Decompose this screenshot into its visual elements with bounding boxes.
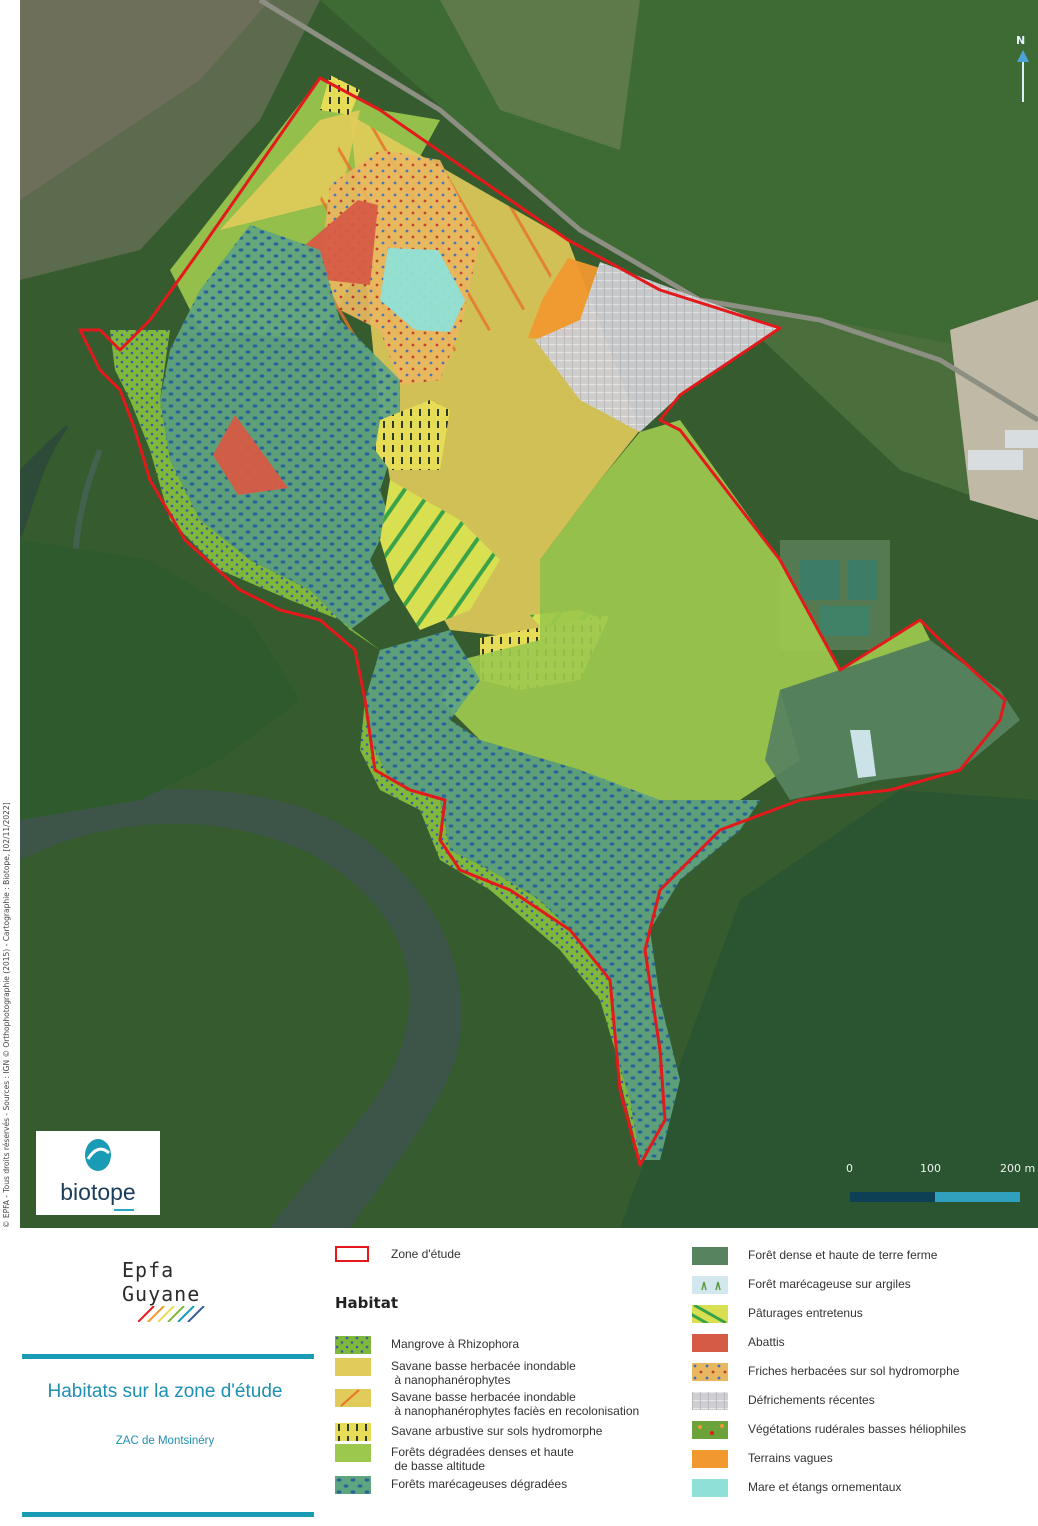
legend-label-forets-marecageuses: Forêts marécageuses dégradées [391, 1477, 568, 1491]
legend-label-forets-degradees-l1: Forêts dégradées denses et haute [391, 1445, 574, 1459]
scale-label-100: 100 [920, 1162, 941, 1175]
epfa-logo-line1: Epfa [122, 1258, 175, 1282]
legend-label-friches: Friches herbacées sur sol hydromorphe [748, 1364, 960, 1378]
legend-swatch-paturages [681, 1303, 728, 1327]
map-canvas [20, 0, 1038, 1228]
scale-bar: 0 100 200 m [840, 1162, 1038, 1222]
north-label: N [1016, 34, 1026, 47]
legend-heading-habitat: Habitat [335, 1294, 399, 1312]
legend-label-forets-degradees: Forêts dégradées denses et haute de bass… [391, 1445, 574, 1473]
legend-swatch-zone [335, 1246, 369, 1262]
legend-label-savane-recolonisation-l1: Savane basse herbacée inondable [391, 1390, 576, 1404]
biotope-logo-text: biotope [36, 1179, 160, 1211]
legend-swatch-defrichements [692, 1392, 728, 1410]
biotope-logo: biotope [36, 1131, 160, 1215]
legend-label-foret-dense: Forêt dense et haute de terre ferme [748, 1248, 938, 1262]
divider-bottom [22, 1512, 314, 1517]
legend-swatch-mare [692, 1479, 728, 1497]
legend-label-zone: Zone d'étude [391, 1247, 461, 1261]
legend-label-savane-recolonisation-l2: à nanophanérophytes faciès en recolonisa… [394, 1404, 640, 1418]
legend-label-savane-recolonisation: Savane basse herbacée inondable à nanoph… [391, 1390, 639, 1418]
legend-label-savane-arbustive: Savane arbustive sur sols hydromorphe [391, 1424, 603, 1438]
legend-swatch-forets-degradees [335, 1444, 371, 1462]
legend-label-paturages: Pâturages entretenus [748, 1306, 863, 1320]
north-arrow-icon [1017, 50, 1029, 62]
legend-col1: Zone d'étude [335, 1246, 695, 1526]
title-panel: Epfa Guyane Habitats sur la zone d'étude… [0, 1232, 330, 1521]
scale-label-0: 0 [846, 1162, 853, 1175]
map-title: Habitats sur la zone d'étude [47, 1381, 283, 1402]
legend-swatch-terrains-vagues [692, 1450, 728, 1468]
legend-label-forets-degradees-l2: de basse altitude [394, 1459, 486, 1473]
legend-label-foret-argiles: Forêt marécageuse sur argiles [748, 1277, 911, 1291]
legend-label-mare: Mare et étangs ornementaux [748, 1480, 902, 1494]
legend-swatch-mangrove [335, 1336, 371, 1354]
legend-swatch-savane-arbustive [335, 1423, 371, 1441]
copyright-text: © EPFA - Tous droits réservés - Sources … [2, 802, 11, 1228]
map-view[interactable] [20, 0, 1038, 1228]
legend-label-savane-basse-l2: à nanophanérophytes [394, 1373, 511, 1387]
legend-label-savane-basse: Savane basse herbacée inondable à nanoph… [391, 1359, 576, 1387]
legend-label-mangrove: Mangrove à Rhizophora [391, 1337, 520, 1351]
legend-swatch-savane-basse [335, 1358, 371, 1376]
north-arrow: N [1012, 34, 1034, 104]
map-subtitle: ZAC de Montsinéry [115, 1435, 215, 1447]
epfa-logo: Epfa Guyane [118, 1246, 228, 1326]
scale-segment-light [935, 1192, 1020, 1202]
legend-label-abattis: Abattis [748, 1335, 785, 1349]
epfa-logo-line2: Guyane [122, 1282, 201, 1306]
legend-swatch-savane-recolonisation [335, 1389, 371, 1407]
legend-swatch-friches [692, 1363, 728, 1381]
legend-label-defrichements: Défrichements récentes [748, 1393, 875, 1407]
biotope-leaf-icon [85, 1139, 111, 1171]
legend-swatch-forets-marecageuses [335, 1476, 371, 1494]
legend-label-vegetations-ruderales: Végétations rudérales basses héliophiles [748, 1422, 967, 1436]
epfa-stripes-icon [138, 1306, 205, 1322]
divider-top [22, 1354, 314, 1359]
scale-segment-dark [850, 1192, 935, 1202]
legend-swatch-foret-argiles [692, 1276, 728, 1294]
scale-label-200: 200 m [1000, 1162, 1036, 1175]
legend-swatch-foret-dense [692, 1247, 728, 1265]
legend-habitat-col2: Forêt dense et haute de terre ferme Forê… [681, 1247, 1038, 1517]
study-zone-outline [78, 76, 1007, 1167]
legend-label-terrains-vagues: Terrains vagues [748, 1451, 833, 1465]
legend-habitat-col1: Mangrove à Rhizophora Savane basse herba… [335, 1336, 695, 1526]
north-arrow-stem [1022, 62, 1024, 102]
legend-swatch-abattis [692, 1334, 728, 1352]
legend-swatch-vegetations-ruderales [692, 1421, 728, 1439]
legend-label-savane-basse-l1: Savane basse herbacée inondable [391, 1359, 576, 1373]
